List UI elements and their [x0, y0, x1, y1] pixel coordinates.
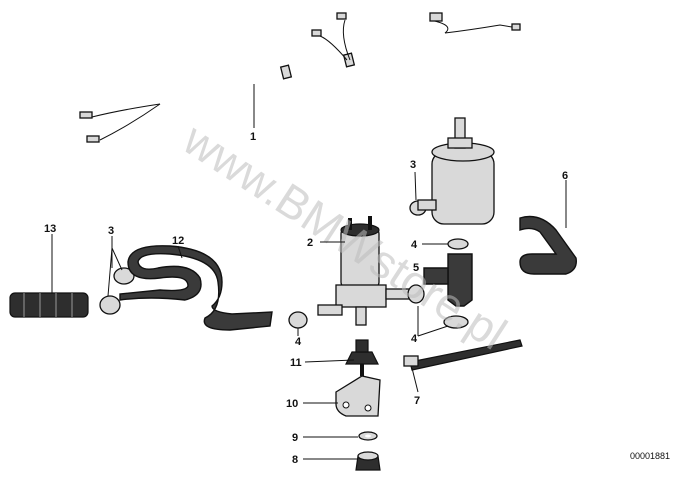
callout-11: 11 — [290, 357, 302, 369]
elbow-hose — [519, 215, 577, 275]
hose — [119, 245, 273, 331]
connector-tube — [9, 292, 89, 318]
callout-3-left: 3 — [108, 225, 114, 237]
nut — [355, 451, 381, 471]
callout-10: 10 — [286, 398, 298, 410]
rubber-mount — [345, 339, 379, 376]
hose-clamp-left — [99, 267, 135, 315]
washer-pump — [317, 216, 413, 326]
t-connector — [423, 253, 473, 307]
callout-13: 13 — [44, 223, 56, 235]
callout-5: 5 — [413, 262, 419, 274]
cable-tie — [403, 339, 523, 371]
callout-12: 12 — [172, 235, 184, 247]
callout-4-left: 4 — [295, 336, 302, 348]
callout-9: 9 — [292, 432, 298, 444]
callout-4-top: 4 — [411, 239, 418, 251]
hose-clamp-4-right — [407, 284, 469, 329]
callout-3-right: 3 — [410, 159, 416, 171]
callout-4-right: 4 — [411, 333, 418, 345]
callout-8: 8 — [292, 454, 298, 466]
wiring-harness — [79, 12, 521, 143]
hose-clamp-4-top — [447, 238, 469, 250]
callout-2: 2 — [307, 237, 313, 249]
bracket — [335, 375, 381, 417]
callout-1: 1 — [250, 131, 256, 143]
filter-reservoir — [417, 117, 495, 225]
figure-code: 00001881 — [630, 451, 670, 461]
callout-7: 7 — [414, 395, 420, 407]
hose-clamp-4-left — [288, 311, 308, 329]
washer — [358, 431, 378, 441]
leader-lines — [51, 84, 567, 460]
callout-6: 6 — [562, 170, 568, 182]
